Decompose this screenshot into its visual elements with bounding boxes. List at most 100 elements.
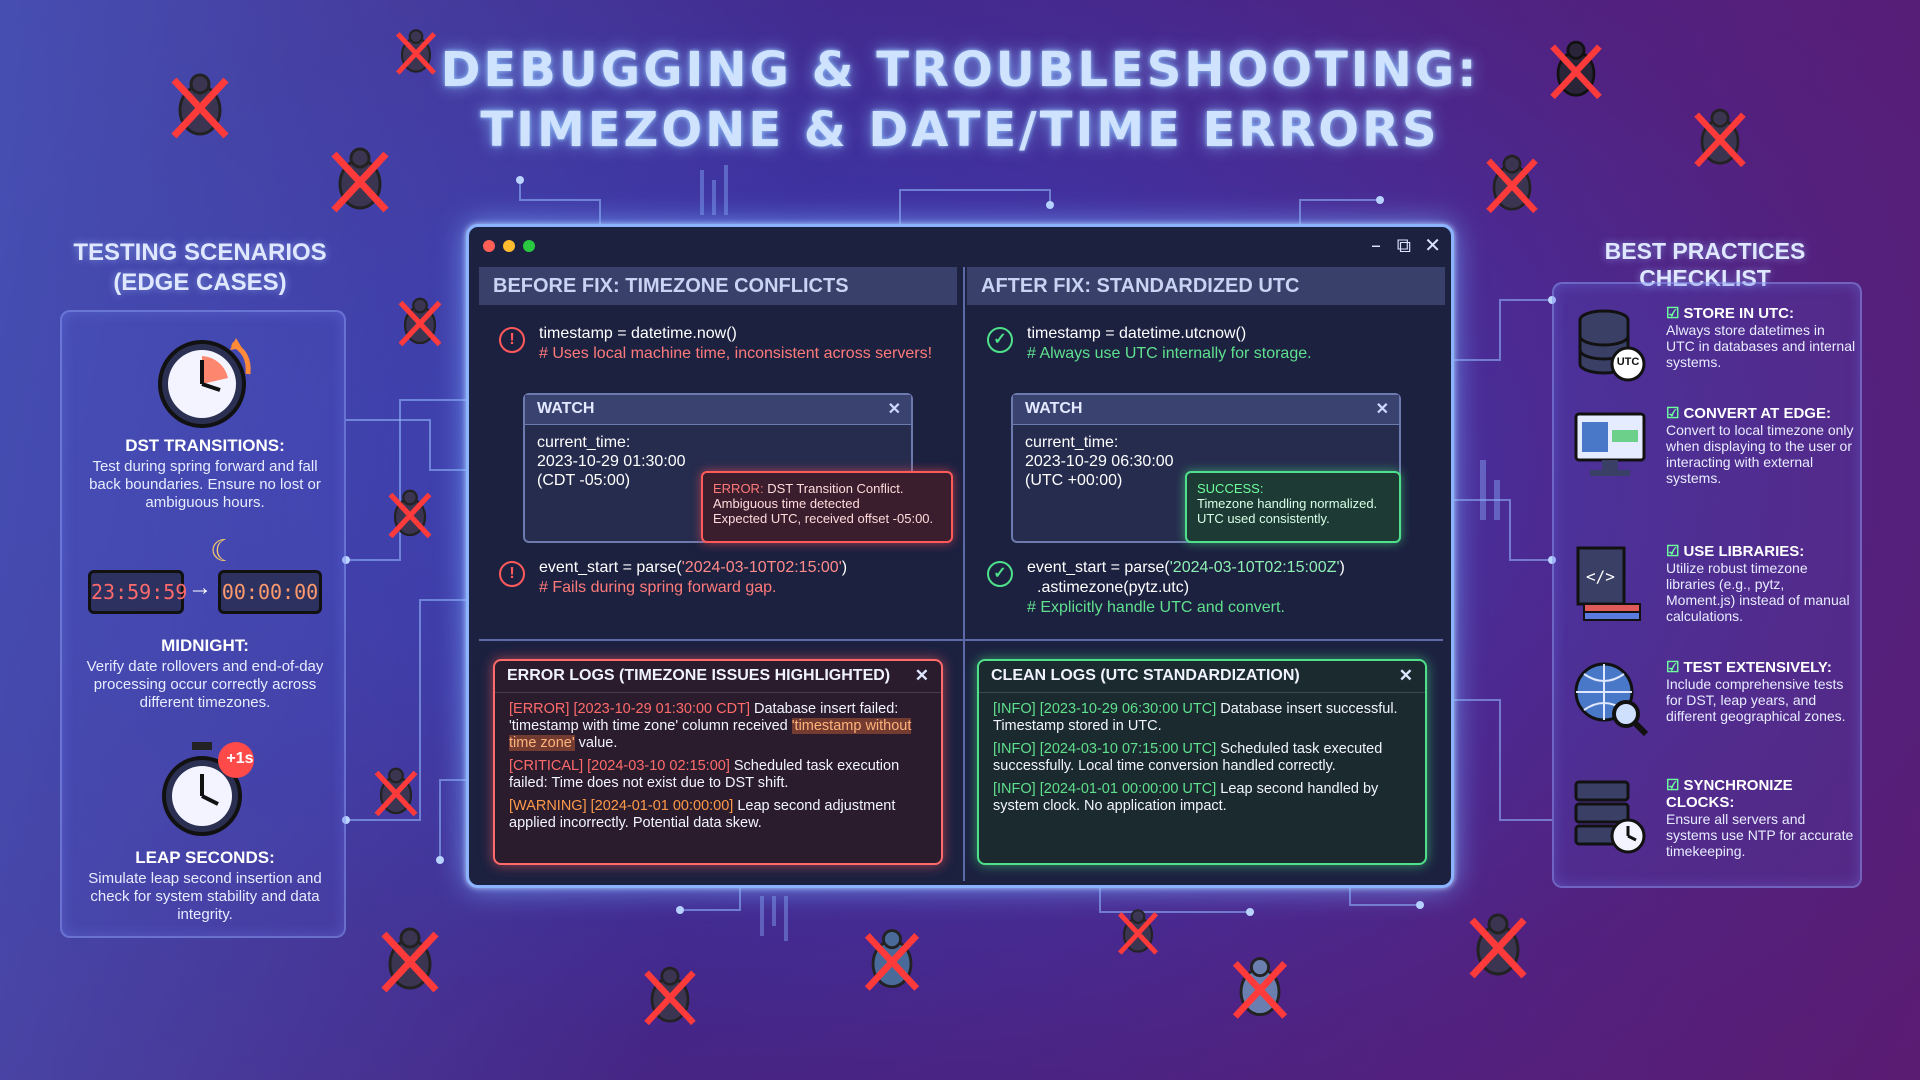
clock-icon: [158, 338, 251, 428]
checklist-heading: USE LIBRARIES:: [1683, 543, 1805, 560]
scenario-leap-heading: LEAP SECONDS:: [135, 848, 275, 867]
close-button[interactable]: ✕: [1424, 233, 1441, 257]
stopwatch-icon: [162, 742, 254, 836]
code-line: ✓ timestamp = datetime.utcnow() # Always…: [987, 325, 1447, 369]
crossed-bug-icon: [374, 767, 418, 817]
scenario-midnight-text: Verify date rollovers and end-of-day pro…: [86, 658, 324, 711]
tooltip-line: UTC used consistently.: [1197, 511, 1330, 526]
checklist-heading: SYNCHRONIZE CLOCKS:: [1666, 777, 1793, 811]
check-circle-icon: ✓: [987, 561, 1013, 587]
crossed-bug-icon: [1232, 957, 1288, 1019]
code-line: ✓ event_start = parse('2024-03-10T02:15:…: [987, 559, 1447, 623]
checklist-text: Ensure all servers and systems use NTP f…: [1666, 811, 1854, 859]
scenario-dst: DST TRANSITIONS: Test during spring forw…: [62, 330, 348, 512]
watch-offset: (UTC +00:00): [1025, 472, 1123, 489]
checkmark-icon: ☑: [1666, 543, 1680, 560]
clock-display-after: 00:00:00: [218, 570, 322, 614]
checklist-text: Include comprehensive tests for DST, lea…: [1666, 676, 1846, 724]
log-entry: [INFO] [2024-03-10 07:15:00 UTC] Schedul…: [993, 741, 1383, 774]
close-icon[interactable]: ✕: [1398, 666, 1413, 685]
code-text: event_start = parse('2024-03-10T02:15:00…: [539, 559, 848, 576]
code-text: event_start = parse('2024-03-10T02:15:00…: [1027, 559, 1345, 576]
before-fix-pane: BEFORE FIX: TIMEZONE CONFLICTS ! timesta…: [479, 267, 957, 639]
log-entry: [ERROR] [2023-10-29 01:30:00 CDT] Databa…: [509, 701, 912, 751]
checklist-heading: CONVERT AT EDGE:: [1683, 405, 1831, 422]
crossed-bug-icon: [331, 147, 389, 213]
error-icon: !: [499, 327, 525, 353]
title-line-2: TIMEZONE & DATE/TIME ERRORS: [480, 102, 1440, 158]
code-line: ! timestamp = datetime.now() # Uses loca…: [499, 325, 959, 369]
checklist-item-use-libraries: </> ☑USE LIBRARIES: Utilize robust timez…: [1556, 542, 1860, 638]
log-divider: [479, 639, 1443, 641]
globe-magnifier-icon: [1574, 662, 1649, 737]
crossed-bug-icon: [171, 73, 229, 139]
scenario-leap-seconds: +1s LEAP SECONDS: Simulate leap second i…: [62, 738, 348, 924]
watch-title: WATCH: [1025, 400, 1083, 417]
testing-scenarios-title: TESTING SCENARIOS (EDGE CASES): [73, 239, 327, 296]
code-comment: # Explicitly handle UTC and convert.: [1027, 599, 1285, 616]
watch-variable: current_time:: [1025, 434, 1119, 451]
error-logs-panel: ERROR LOGS (TIMEZONE ISSUES HIGHLIGHTED)…: [493, 659, 943, 865]
code-comment: # Fails during spring forward gap.: [539, 579, 777, 596]
checkmark-icon: ☑: [1666, 405, 1680, 422]
clean-logs-title: CLEAN LOGS (UTC STANDARDIZATION): [991, 667, 1300, 684]
minimize-button[interactable]: –: [1371, 233, 1381, 257]
watch-value: 2023-10-29 01:30:00: [537, 453, 686, 470]
checkmark-icon: ☑: [1666, 777, 1680, 794]
checklist-text: Always store datetimes in UTC in databas…: [1666, 322, 1856, 370]
crossed-bug-icon: [398, 297, 442, 347]
checklist-item-synchronize-clocks: ☑SYNCHRONIZE CLOCKS: Ensure all servers …: [1556, 776, 1860, 872]
close-icon[interactable]: ✕: [914, 666, 929, 685]
books-code-icon: </>: [1576, 546, 1641, 621]
checklist-item-store-utc: UTC ☑STORE IN UTC: Always store datetime…: [1556, 304, 1860, 400]
checklist-item-convert-edge: ☑CONVERT AT EDGE: Convert to local timez…: [1556, 404, 1860, 500]
svg-text:</>: </>: [1586, 567, 1615, 586]
crossed-bug-icon: [396, 29, 436, 75]
watch-close-icon[interactable]: ✕: [1375, 401, 1389, 418]
window-titlebar[interactable]: – ⧉ ✕: [469, 227, 1451, 265]
error-icon: !: [499, 561, 525, 587]
arrow-right-icon: →: [188, 574, 212, 601]
watch-close-icon[interactable]: ✕: [887, 401, 901, 418]
code-comment: # Always use UTC internally for storage.: [1027, 345, 1312, 362]
scenario-dst-text: Test during spring forward and fall back…: [89, 458, 321, 511]
database-utc-icon: [1578, 309, 1646, 382]
checkmark-icon: ☑: [1666, 659, 1680, 676]
maximize-dot[interactable]: [523, 240, 535, 252]
crossed-bug-icon: [1118, 909, 1158, 955]
crossed-bug-icon: [1486, 154, 1538, 214]
close-dot[interactable]: [483, 240, 495, 252]
clean-logs-panel: CLEAN LOGS (UTC STANDARDIZATION) ✕ [INFO]…: [977, 659, 1427, 865]
success-tooltip: SUCCESS: Timezone handling normalized. U…: [1185, 471, 1401, 543]
clock-display-before: 23:59:59: [88, 570, 187, 614]
after-fix-pane: AFTER FIX: STANDARDIZED UTC ✓ timestamp …: [967, 267, 1445, 639]
checklist-heading: TEST EXTENSIVELY:: [1683, 659, 1832, 676]
minimize-dot[interactable]: [503, 240, 515, 252]
testing-scenarios-panel: DST TRANSITIONS: Test during spring forw…: [60, 310, 346, 938]
code-text: timestamp = datetime.utcnow(): [1027, 325, 1247, 342]
tooltip-line: Ambiguous time detected: [713, 496, 860, 511]
tooltip-line: Timezone handling normalized.: [1197, 496, 1378, 511]
maximize-button[interactable]: ⧉: [1396, 233, 1411, 257]
tooltip-label: ERROR:: [713, 481, 764, 496]
checklist-title: BEST PRACTICES CHECKLIST: [1604, 238, 1806, 291]
crossed-bug-icon: [381, 927, 439, 993]
crossed-bug-icon: [644, 966, 696, 1026]
watch-value: 2023-10-29 06:30:00: [1025, 453, 1174, 470]
title-line-1: DEBUGGING & TROUBLESHOOTING:: [440, 42, 1480, 98]
scenario-dst-heading: DST TRANSITIONS:: [125, 436, 285, 455]
scenario-midnight: ☾ 23:59:59 → 00:00:00 MIDNIGHT: Verify d…: [62, 534, 348, 712]
code-comment: # Uses local machine time, inconsistent …: [539, 345, 933, 362]
tooltip-title: DST Transition Conflict.: [767, 481, 904, 496]
tooltip-label: SUCCESS:: [1197, 481, 1264, 496]
watch-variable: current_time:: [537, 434, 631, 451]
checklist-heading: STORE IN UTC:: [1683, 305, 1795, 322]
scenario-leap-text: Simulate leap second insertion and check…: [88, 870, 322, 923]
utc-badge: UTC: [1616, 356, 1640, 368]
log-entry: [INFO] [2023-10-29 06:30:00 UTC] Databas…: [993, 701, 1398, 734]
log-entry: [CRITICAL] [2024-03-10 02:15:00] Schedul…: [509, 758, 900, 791]
watch-title: WATCH: [537, 400, 595, 417]
checklist-item-test-extensively: ☑TEST EXTENSIVELY: Include comprehensive…: [1556, 658, 1860, 754]
checkmark-icon: ☑: [1666, 305, 1680, 322]
